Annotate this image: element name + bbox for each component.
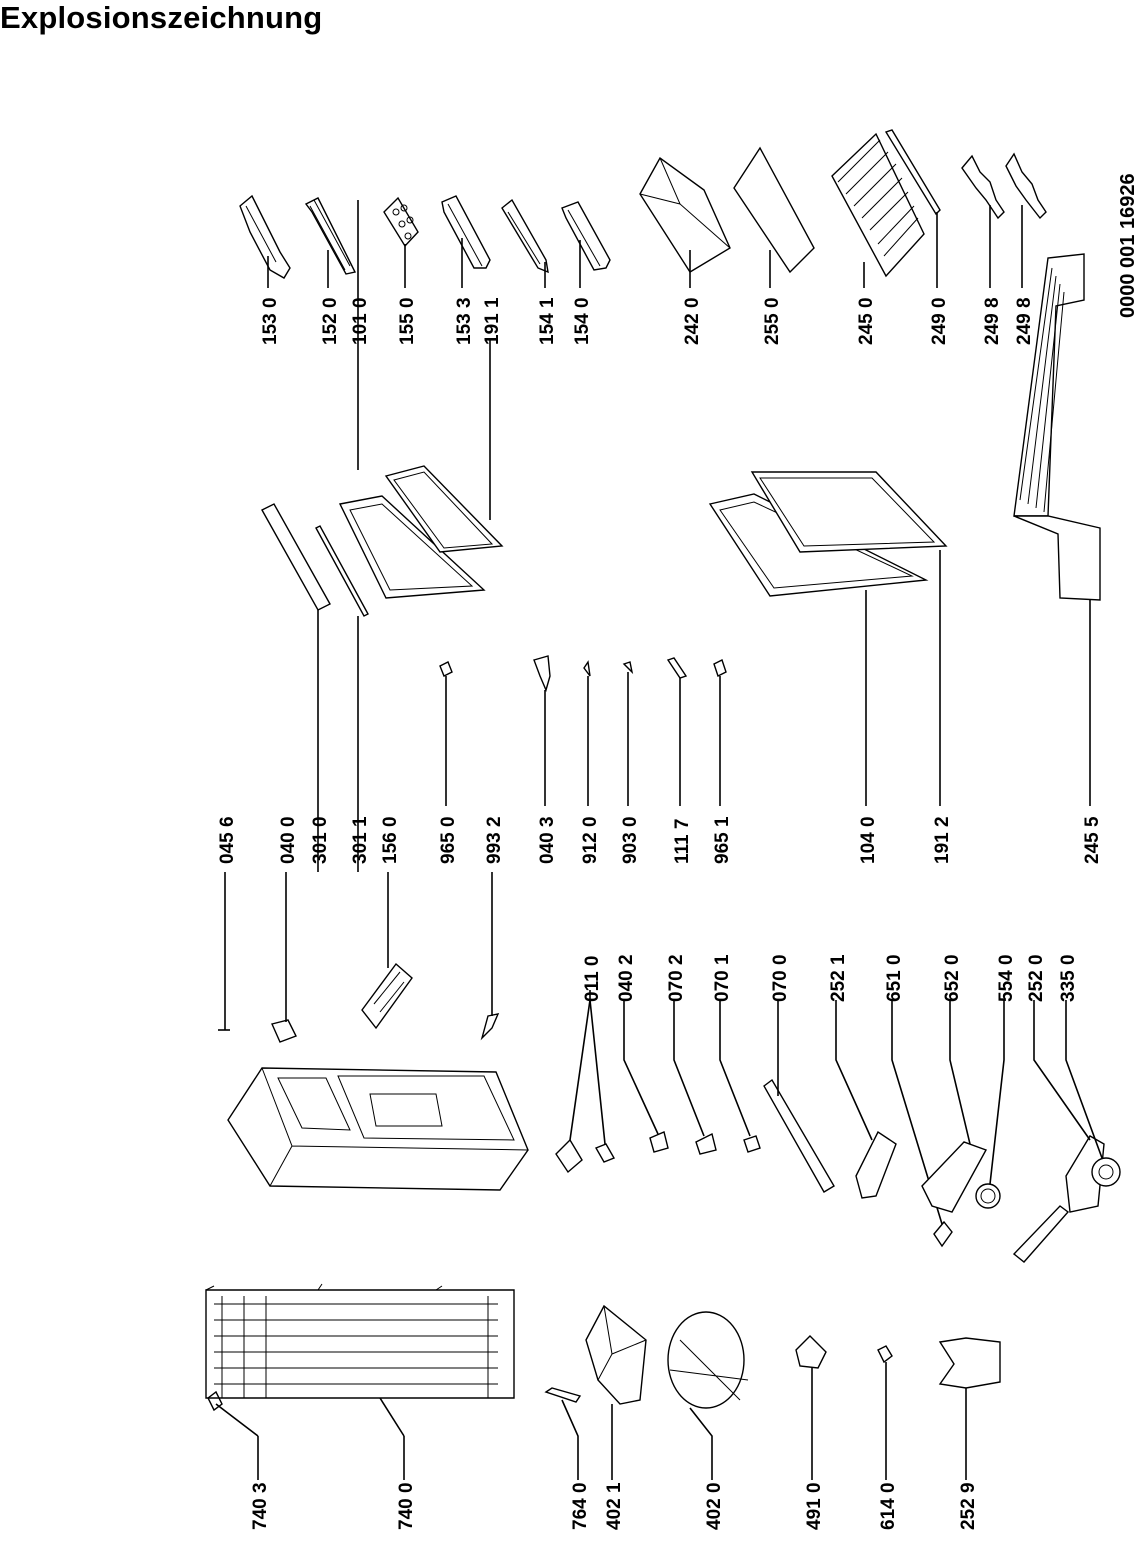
part-242-0 <box>639 156 731 273</box>
part-101-0 <box>338 495 486 599</box>
label-011-0: 011 0 <box>582 956 603 1003</box>
label-104-0: 104 0 <box>858 816 879 864</box>
label-402-0: 402 0 <box>704 1482 725 1530</box>
label-764-0: 764 0 <box>570 1482 591 1530</box>
label-245-5: 245 5 <box>1082 816 1103 864</box>
part-740-3 <box>207 1390 259 1480</box>
label-101-0: 101 0 <box>350 297 371 345</box>
part-335-0 <box>1065 1000 1121 1187</box>
part-040-0 <box>271 872 297 1043</box>
label-651-0: 651 0 <box>884 954 905 1002</box>
part-764-0 <box>544 1387 582 1480</box>
label-040-2: 040 2 <box>616 954 637 1002</box>
label-335-0: 335 0 <box>1058 954 1079 1002</box>
part-245-5 <box>1013 253 1101 601</box>
small-parts-row <box>439 655 727 806</box>
part-301-1 <box>315 525 369 617</box>
part-402-0 <box>667 1311 749 1480</box>
part-249-0 <box>884 129 941 216</box>
label-153-0: 153 0 <box>260 297 281 345</box>
part-554-0 <box>975 1000 1005 1209</box>
part-191-2 <box>750 471 948 553</box>
part-153-0 <box>239 194 291 279</box>
label-242-0: 242 0 <box>682 297 703 345</box>
part-255-0 <box>733 146 815 274</box>
label-154-1: 154 1 <box>537 297 558 345</box>
label-152-0: 152 0 <box>320 297 341 345</box>
label-301-0: 301 0 <box>310 816 331 864</box>
label-249-8a: 249 8 <box>982 297 1003 345</box>
label-155-0: 155 0 <box>397 297 418 345</box>
label-070-1: 070 1 <box>712 954 733 1002</box>
label-191-1: 191 1 <box>482 297 503 345</box>
page-title: Explosionszeichnung <box>0 0 323 35</box>
part-152-0 <box>304 197 357 275</box>
label-965-1: 965 1 <box>712 816 733 864</box>
label-111-7: 111 7 <box>672 819 693 864</box>
label-040-3: 040 3 <box>537 816 558 864</box>
part-249-8b <box>1005 152 1047 220</box>
part-249-8a <box>961 154 1005 220</box>
label-070-0: 070 0 <box>770 954 791 1002</box>
label-252-0: 252 0 <box>1026 954 1047 1002</box>
top-row-leaders <box>267 200 1023 520</box>
part-993-2 <box>480 872 500 1041</box>
label-491-0: 491 0 <box>804 1482 825 1530</box>
part-740-0 <box>205 1283 515 1480</box>
label-156-0: 156 0 <box>380 816 401 864</box>
part-245-0 <box>831 132 925 278</box>
part-614-0 <box>877 1345 893 1480</box>
label-965-0: 965 0 <box>438 816 459 864</box>
label-249-0: 249 0 <box>929 297 950 345</box>
label-154-0: 154 0 <box>572 297 593 345</box>
part-301-0 <box>261 503 331 611</box>
label-554-0: 554 0 <box>996 954 1017 1002</box>
part-045-6 <box>218 872 230 1031</box>
label-652-0: 652 0 <box>942 954 963 1002</box>
cabinet <box>227 1067 529 1191</box>
label-040-0: 040 0 <box>278 816 299 864</box>
label-191-2: 191 2 <box>932 816 953 864</box>
label-255-0: 255 0 <box>762 297 783 345</box>
part-070-0 <box>763 1000 835 1193</box>
label-740-3: 740 3 <box>250 1482 271 1530</box>
part-070-1 <box>719 1000 761 1153</box>
part-154-1 <box>501 198 549 274</box>
part-191-1 <box>384 465 504 553</box>
label-402-1: 402 1 <box>604 1482 625 1530</box>
label-912-0: 912 0 <box>580 816 601 864</box>
label-301-1: 301 1 <box>350 816 371 864</box>
part-156-0 <box>361 872 413 1030</box>
part-070-2 <box>673 1000 717 1155</box>
part-252-0 <box>1012 1000 1105 1263</box>
label-153-3: 153 3 <box>454 297 475 345</box>
part-252-9 <box>938 1337 1001 1480</box>
part-153-3 <box>441 195 491 269</box>
part-651-0 <box>891 1000 953 1248</box>
part-491-0 <box>795 1335 827 1480</box>
label-740-0: 740 0 <box>396 1482 417 1530</box>
part-155-0 <box>383 196 419 248</box>
label-252-1: 252 1 <box>828 954 849 1002</box>
part-labels: 153 0 152 0 101 0 155 0 153 3 191 1 154 … <box>217 173 1139 1530</box>
label-993-2: 993 2 <box>484 816 505 864</box>
label-249-8b: 249 8 <box>1014 297 1035 345</box>
drawing-code: 0000 001 16926 <box>1117 173 1139 318</box>
label-252-9: 252 9 <box>958 1482 979 1530</box>
part-402-1 <box>585 1304 647 1480</box>
part-652-0 <box>921 1000 988 1213</box>
part-252-1 <box>835 1000 897 1199</box>
label-070-2: 070 2 <box>666 954 687 1002</box>
part-040-2 <box>623 1000 669 1153</box>
label-903-0: 903 0 <box>620 816 641 864</box>
label-614-0: 614 0 <box>878 1482 899 1530</box>
mid-door-leaders <box>317 550 1091 872</box>
part-011-0 <box>555 990 616 1174</box>
part-154-0 <box>561 201 611 271</box>
label-245-0: 245 0 <box>856 297 877 345</box>
label-045-6: 045 6 <box>217 816 238 864</box>
